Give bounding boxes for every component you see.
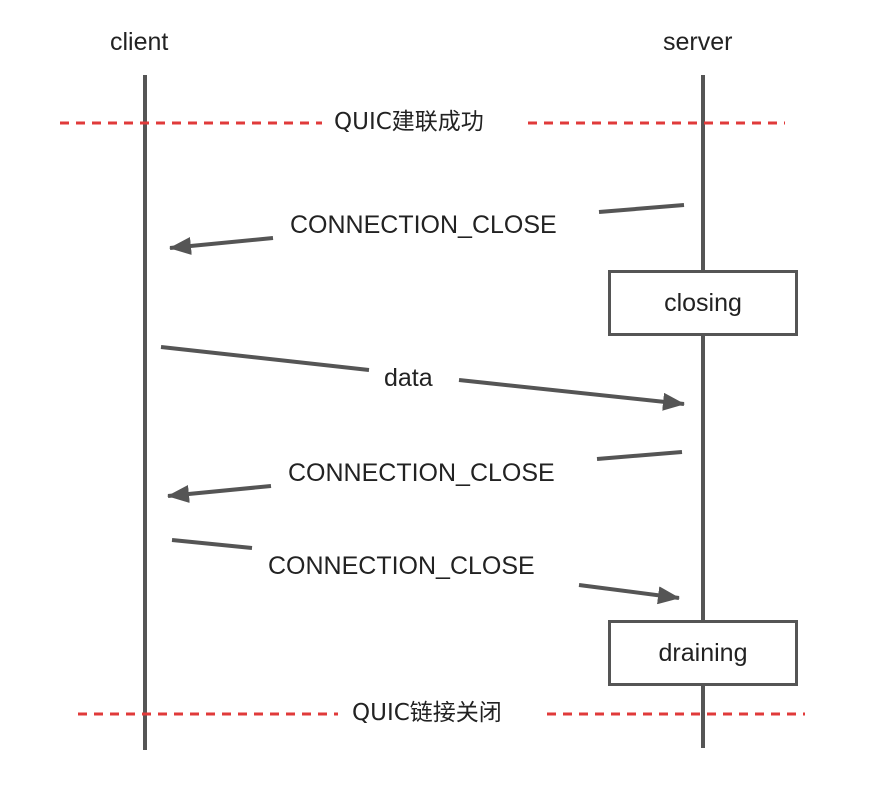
draining-state-box: draining [608, 620, 798, 686]
closed-label: QUIC链接关闭 [352, 700, 502, 726]
message-label-3: CONNECTION_CLOSE [288, 459, 555, 487]
closing-state-label: closing [664, 288, 742, 317]
client-label: client [110, 28, 169, 56]
message-label-2: data [384, 364, 433, 392]
server-label: server [663, 28, 733, 56]
message-label-1: CONNECTION_CLOSE [290, 211, 557, 239]
message-arrow-2 [160, 345, 685, 411]
draining-state-label: draining [658, 638, 748, 667]
established-label: QUIC建联成功 [334, 109, 484, 135]
message-arrow-1 [169, 203, 685, 255]
message-arrow-4 [171, 538, 680, 605]
message-arrow-3 [167, 450, 683, 503]
closing-state-box: closing [608, 270, 798, 336]
message-label-4: CONNECTION_CLOSE [268, 552, 535, 580]
